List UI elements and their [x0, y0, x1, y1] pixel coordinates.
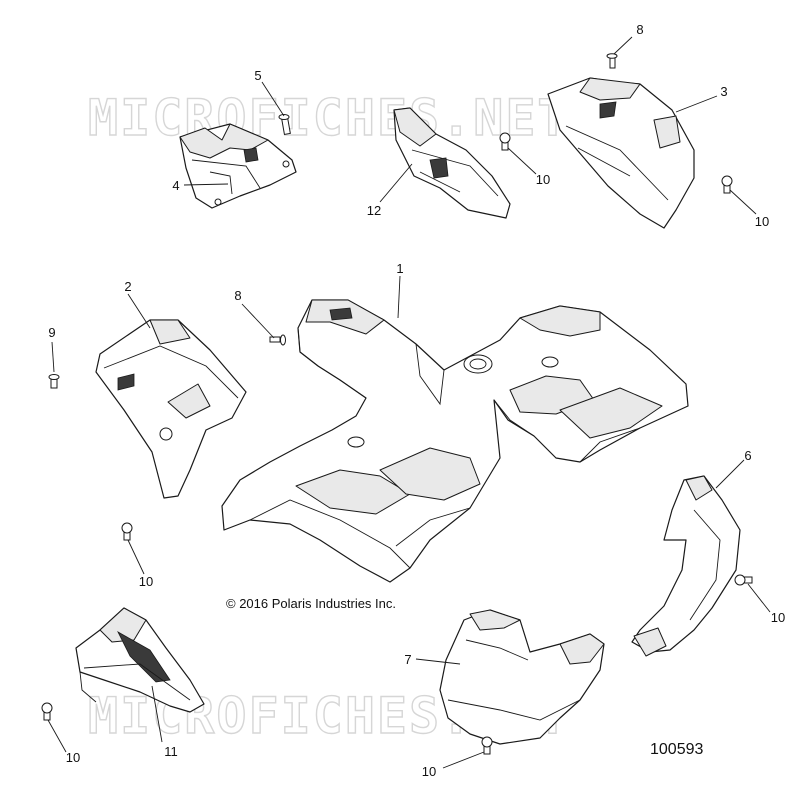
callout-10-f: 10: [422, 764, 436, 779]
figure-number: 100593: [650, 741, 703, 758]
callout-5: 5: [254, 68, 261, 83]
part-8-screw-middle: [269, 334, 286, 346]
callout-6: 6: [744, 448, 751, 463]
callout-1: 1: [396, 261, 403, 276]
callout-11: 11: [164, 744, 178, 759]
part-11-panel: [75, 607, 205, 713]
callout-3: 3: [720, 84, 727, 99]
callout-9: 9: [48, 325, 55, 340]
part-1-body: [221, 299, 689, 583]
part-8-screw-top: [606, 53, 618, 69]
part-9-screw: [48, 374, 60, 389]
watermark-top: MICROFICHES.NET: [88, 89, 570, 147]
part-6-panel: [631, 475, 741, 657]
part-12-panel: [393, 107, 511, 219]
part-10-fastener-e: [41, 702, 53, 721]
callout-10-e: 10: [66, 750, 80, 765]
copyright-notice: © 2016 Polaris Industries Inc.: [226, 596, 396, 611]
leader-lines: [47, 36, 771, 769]
callout-10-c: 10: [139, 574, 153, 589]
callout-4: 4: [172, 178, 179, 193]
part-2-panel: [95, 319, 247, 499]
callout-8-top: 8: [636, 22, 643, 37]
part-10-fastener-c: [121, 522, 133, 541]
callout-8-middle: 8: [234, 288, 241, 303]
callout-10-a: 10: [536, 172, 550, 187]
callout-7: 7: [404, 652, 411, 667]
callout-12: 12: [367, 203, 381, 218]
callout-labels: 1 2 3 4 5 6 7 8 8 9 10 10 10 10 10 10 11…: [48, 22, 785, 779]
part-7-panel: [439, 609, 605, 745]
part-3-panel: [547, 77, 695, 229]
callout-2: 2: [124, 279, 131, 294]
callout-10-d: 10: [771, 610, 785, 625]
part-5-screw: [278, 114, 291, 135]
part-10-fastener-d: [734, 574, 753, 586]
part-4-cover: [179, 123, 297, 209]
part-10-fastener-b: [721, 175, 733, 194]
part-10-fastener-a: [499, 132, 511, 151]
callout-10-b: 10: [755, 214, 769, 229]
part-10-fastener-f: [481, 736, 493, 755]
